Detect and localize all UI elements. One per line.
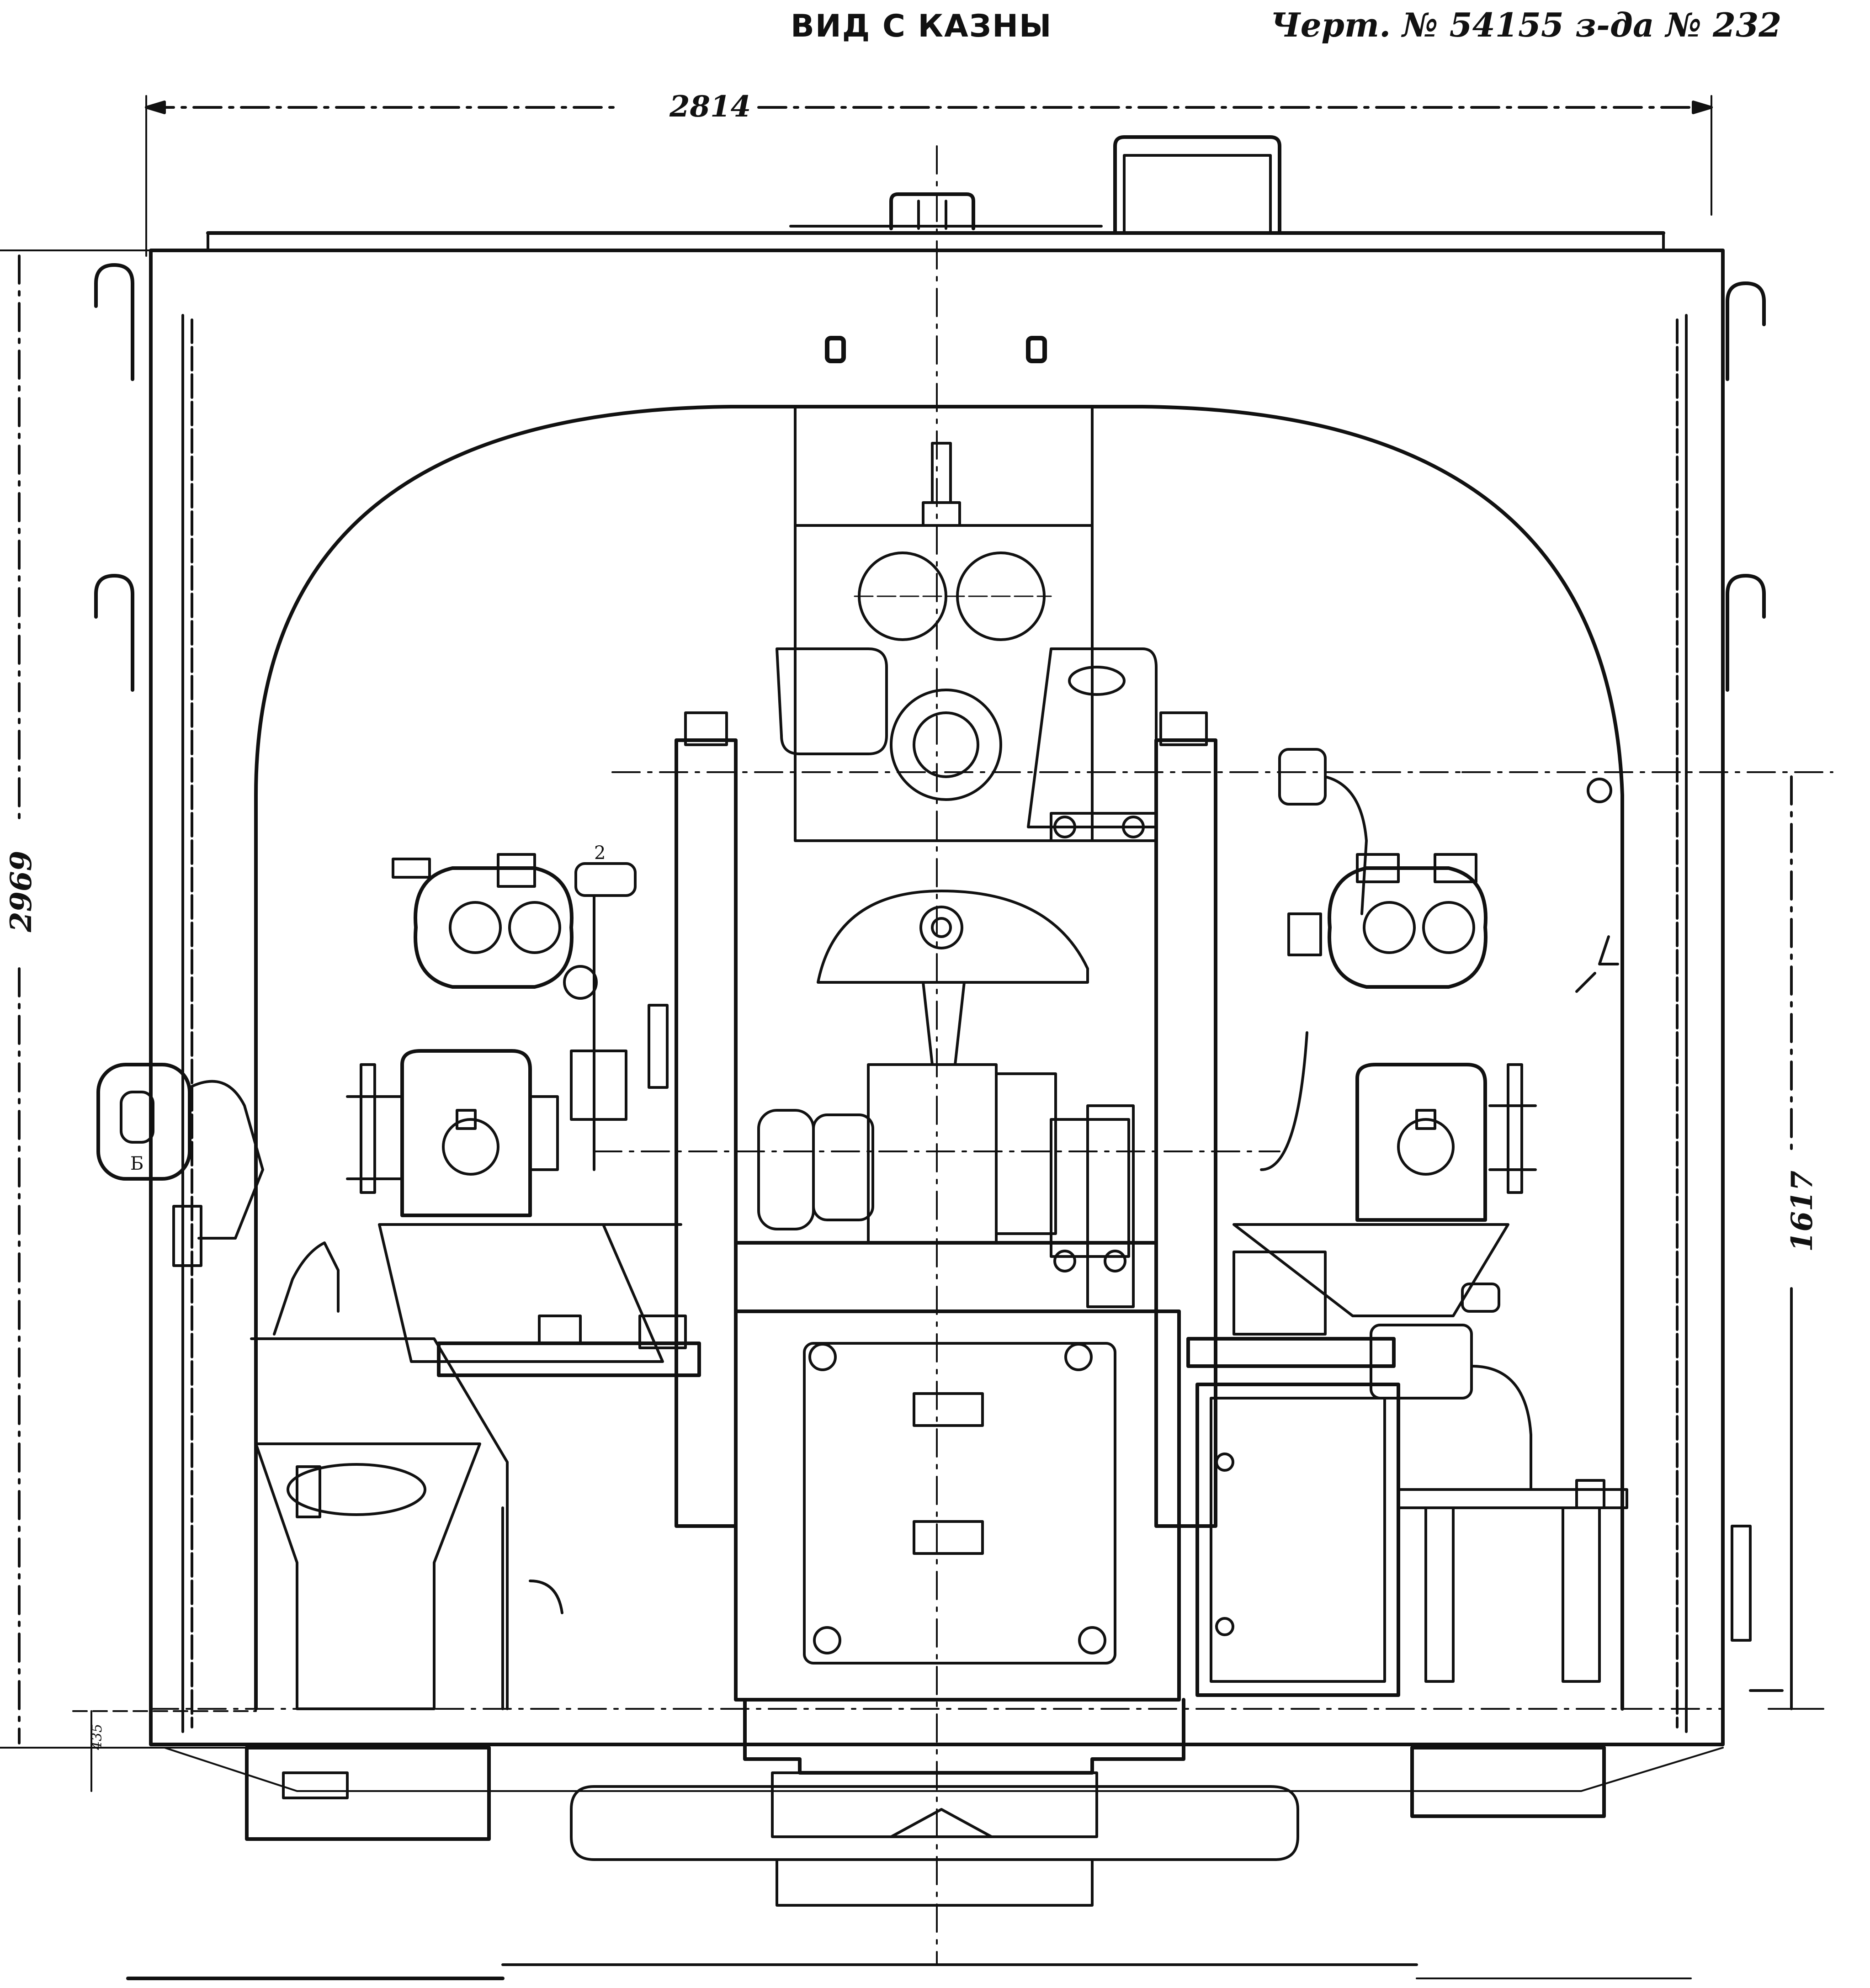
right-hooks: [1726, 281, 1766, 692]
base-offset-label: 435: [89, 1724, 105, 1750]
axis-height-dimension: 1617: [1461, 771, 1833, 1710]
base-pedestal: [126, 1746, 1724, 1980]
cradle-pillars: [675, 711, 1217, 1528]
lower-housing: [734, 1309, 1185, 1775]
axis-height-label: 1617: [1785, 1171, 1819, 1252]
left-lock-mark: Б: [130, 1153, 143, 1174]
left-sight-slot: [825, 336, 846, 363]
height-dimension: 2969 435: [0, 249, 257, 1792]
right-gearbox: [1232, 1031, 1537, 1317]
overall-height-label: 2969: [4, 851, 38, 933]
left-gearbox: 2: [346, 843, 682, 1363]
part-mark-small: 2: [594, 843, 606, 864]
right-sight-assembly: [1278, 748, 1488, 989]
drawing-number: Черт. № 54155 з-да № 232: [1270, 5, 1781, 44]
breech-column: [776, 405, 1158, 842]
right-sight-slot: [1026, 336, 1047, 363]
left-platform: [250, 1241, 701, 1710]
left-sight-assembly: [392, 853, 669, 1171]
right-side-clamp: [1575, 778, 1784, 1692]
width-dimension: 2814: [145, 90, 1713, 257]
right-lower-cabinet: [1186, 1251, 1628, 1697]
center-mechanism: [734, 1063, 1158, 1308]
view-title: ВИД С КАЗНЫ: [791, 8, 1052, 44]
dome-arch: [254, 405, 1624, 1711]
overall-width-label: 2814: [669, 90, 751, 124]
left-hooks: [94, 263, 134, 692]
top-handle: [889, 135, 1281, 235]
elevating-sector: [817, 890, 1089, 1066]
left-lock-box: Б: [96, 1063, 264, 1267]
